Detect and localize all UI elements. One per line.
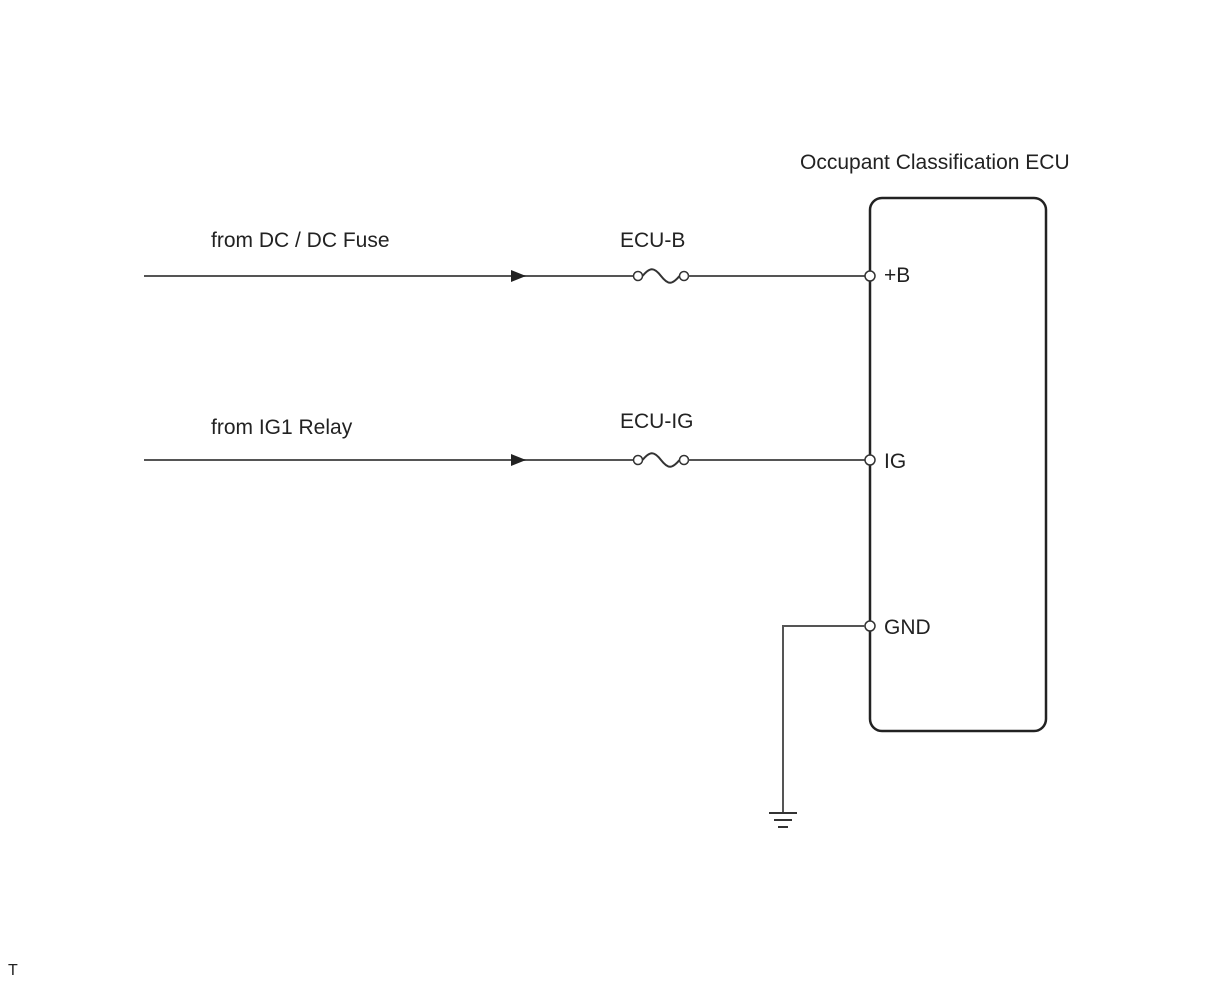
- terminal-ig-pin: [864, 454, 876, 466]
- fuse-label-ecu-ig: ECU-IG: [620, 410, 694, 433]
- fuse-label-ecu-b: ECU-B: [620, 229, 685, 252]
- terminal-label-gnd: GND: [884, 616, 931, 639]
- arrow-ig-icon: [511, 454, 526, 466]
- fuse-ecu-b-icon: [632, 268, 690, 284]
- fuse-ecu-ig-icon: [632, 452, 690, 468]
- corner-mark: T: [8, 962, 18, 979]
- source-label-dc-dc-fuse: from DC / DC Fuse: [211, 229, 390, 252]
- wire-gnd: [782, 625, 865, 812]
- ecu-title: Occupant Classification ECU: [800, 151, 1070, 174]
- source-label-ig1-relay: from IG1 Relay: [211, 416, 353, 439]
- ground-symbol-icon: [769, 812, 797, 828]
- arrow-b-icon: [511, 270, 526, 282]
- terminal-label-ig: IG: [884, 450, 906, 473]
- terminal-b-pin: [864, 270, 876, 282]
- terminal-label-b: +B: [884, 264, 910, 287]
- terminal-gnd-pin: [864, 620, 876, 632]
